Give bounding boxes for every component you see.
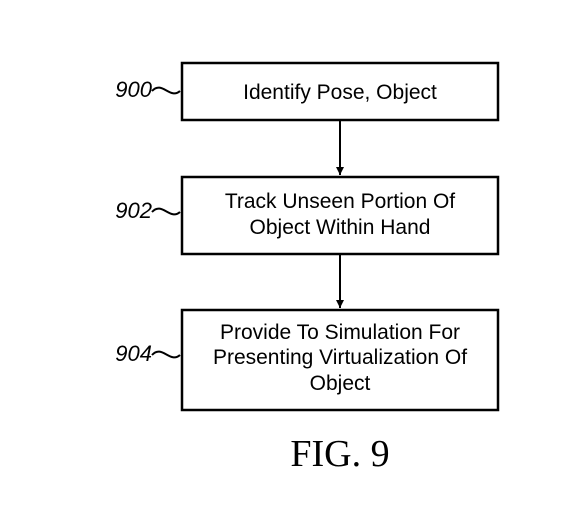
step-904-line-3: Object (310, 372, 371, 395)
ref-label-904: 904 (115, 341, 152, 366)
step-904: Provide To Simulation For Presenting Vir… (115, 308, 500, 412)
step-904-line-1: Provide To Simulation For (220, 321, 460, 344)
leader-line-904 (151, 350, 181, 359)
leader-line-902 (151, 207, 181, 216)
step-900: Identify Pose, Object 900 (115, 61, 500, 122)
ref-label-900: 900 (115, 77, 152, 102)
step-box-902 (180, 175, 500, 256)
step-box-900 (180, 61, 500, 122)
step-904-line-2: Presenting Virtualization Of (213, 346, 467, 369)
step-902-line-2: Object Within Hand (250, 216, 431, 239)
step-900-line-1: Identify Pose, Object (243, 81, 437, 104)
step-902: Track Unseen Portion Of Object Within Ha… (115, 175, 500, 256)
leader-line-900 (151, 86, 181, 95)
ref-label-902: 902 (115, 198, 152, 223)
step-902-line-1: Track Unseen Portion Of (225, 190, 455, 213)
step-box-904 (180, 308, 500, 412)
figure-caption: FIG. 9 (290, 433, 389, 475)
